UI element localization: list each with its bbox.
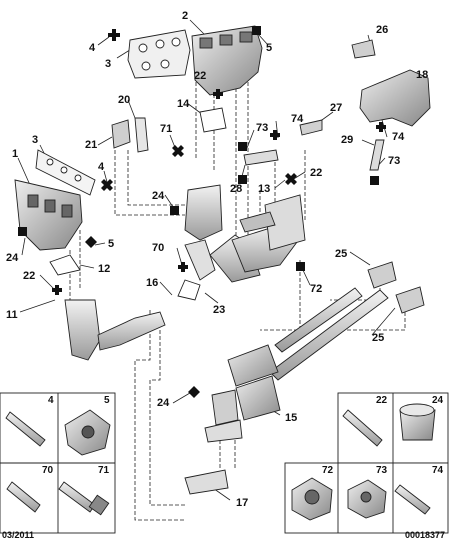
label-part-3b: 3 (32, 134, 38, 146)
label-part-11: 11 (6, 309, 18, 321)
label-part-73: 73 (256, 122, 268, 134)
label-part-20: 20 (118, 94, 130, 106)
label-part-73b: 73 (388, 155, 400, 167)
label-part-24b: 24 (152, 190, 165, 202)
catalytic-converter-mid (184, 184, 306, 283)
label-part-29: 29 (341, 134, 353, 146)
heat-shield-18 (243, 39, 431, 171)
label-part-25b: 25 (372, 332, 384, 344)
fastener-legend-left (0, 392, 116, 534)
legend-part-70: 70 (42, 465, 54, 476)
label-part-14: 14 (177, 98, 190, 110)
label-part-22b: 22 (23, 270, 35, 282)
legend-part-24: 24 (432, 395, 444, 406)
label-part-16: 16 (146, 277, 158, 289)
part-number-labels: 2 5 3 4 22 14 20 21 71 1 3 4 24 5 12 22 … (6, 10, 428, 509)
label-part-17: 17 (236, 497, 248, 509)
rear-exhaust-pipes (184, 287, 389, 495)
label-part-5b: 5 (108, 238, 114, 250)
flange-bolt-74-icon (394, 484, 431, 515)
label-part-21: 21 (85, 139, 97, 151)
label-part-22c: 22 (310, 167, 322, 179)
legend-part-74: 74 (432, 465, 444, 476)
stud-icon (5, 411, 46, 447)
label-part-74b: 74 (392, 131, 405, 143)
fastener-legend-right (284, 392, 449, 534)
flange-bolt-icon (6, 481, 41, 513)
label-part-22: 22 (194, 70, 206, 82)
label-part-26: 26 (376, 24, 388, 36)
stud-22-icon (342, 409, 383, 447)
label-part-4b: 4 (98, 161, 105, 173)
label-part-2: 2 (182, 10, 188, 22)
label-part-72: 72 (310, 283, 322, 295)
label-part-1: 1 (12, 148, 18, 160)
label-part-24c: 24 (157, 397, 170, 409)
label-part-4: 4 (89, 42, 96, 54)
footer-date: 03/2011 (2, 530, 35, 540)
footer-reference-number: 00018377 (404, 530, 445, 540)
legend-part-4: 4 (48, 395, 54, 406)
label-part-23: 23 (213, 304, 225, 316)
label-part-71: 71 (160, 123, 172, 135)
legend-part-22: 22 (376, 395, 388, 406)
label-part-13: 13 (258, 183, 270, 195)
label-part-25: 25 (335, 248, 347, 260)
label-part-18: 18 (416, 69, 428, 81)
label-part-74: 74 (291, 113, 304, 125)
hex-bolt-icon (58, 481, 96, 513)
legend-part-71: 71 (98, 465, 110, 476)
legend-part-73: 73 (376, 465, 388, 476)
bracket-20-21 (111, 117, 149, 153)
legend-part-5: 5 (104, 395, 110, 406)
label-part-70: 70 (152, 242, 164, 254)
label-part-5: 5 (266, 42, 272, 54)
label-part-28: 28 (230, 183, 242, 195)
clamps-25 (367, 261, 425, 314)
label-part-27: 27 (330, 102, 342, 114)
label-part-3: 3 (105, 58, 111, 70)
markers (18, 26, 386, 398)
exhaust-manifold-left (14, 149, 201, 361)
label-part-12: 12 (98, 263, 110, 275)
legend-part-72: 72 (322, 465, 334, 476)
label-part-15: 15 (285, 412, 297, 424)
label-part-24: 24 (6, 252, 19, 264)
